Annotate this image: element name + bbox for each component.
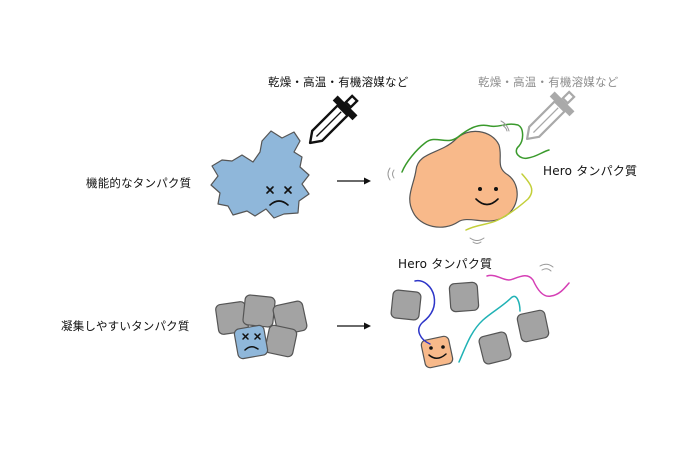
target-protein-box [420,335,454,369]
hero-chain-lime [465,173,533,231]
arrow-icon [337,177,371,185]
faded-sword-icon [525,90,576,141]
aggregate-box [264,324,298,358]
vibration-mark-icon [469,237,485,244]
happy-face-icon [475,187,499,206]
aggregation-protein-label: 凝集しやすいタンパク質 [61,319,190,333]
dead-face-icon [242,333,261,351]
target-protein-box [233,324,269,360]
hero-protein-label-top: Hero タンパク質 [543,164,638,178]
stress-label: 乾燥・高温・有機溶媒など [268,75,409,89]
hero-chain-teal [458,295,521,363]
arrow-icon [337,322,371,330]
aggregate-box [448,281,480,313]
vibration-mark-icon [500,120,510,132]
protected-protein-shape [409,130,518,228]
dead-face-icon [266,186,292,206]
hero-chain-magenta [486,274,570,298]
functional-protein-shape [210,130,310,219]
hero-chain-green [401,123,550,173]
vibration-mark-icon [387,167,395,181]
sword-icon [308,94,359,145]
stress-label-faded: 乾燥・高温・有機溶媒など [478,75,619,89]
aggregate-cluster [215,294,308,360]
aggregate-box [242,294,276,328]
aggregate-box [478,331,512,365]
happy-face-icon [428,345,447,359]
hero-chain-blue [414,279,436,345]
dispersed-cluster [390,281,550,369]
aggregate-box [390,289,422,321]
hero-protein-label-bottom: Hero タンパク質 [398,257,493,271]
functional-protein-label: 機能的なタンパク質 [86,176,192,190]
vibration-mark-icon [539,263,554,272]
aggregate-box [516,309,550,343]
